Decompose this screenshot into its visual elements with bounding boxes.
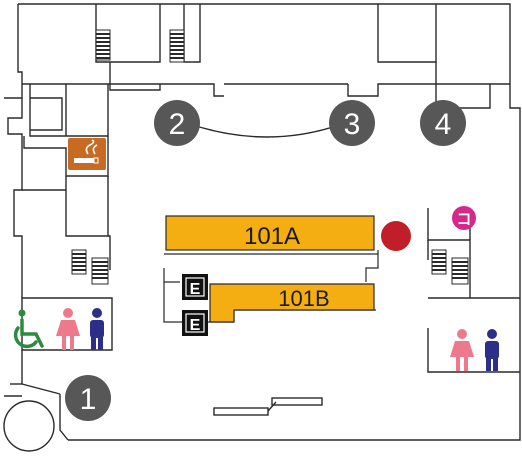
corridor-arc bbox=[195, 125, 337, 138]
stairs-icon bbox=[431, 249, 469, 285]
stairs-icon bbox=[95, 29, 111, 61]
womens-restroom-icon bbox=[56, 308, 80, 350]
marker-4[interactable]: 4 bbox=[420, 100, 466, 146]
marker-1-label: 1 bbox=[80, 383, 97, 416]
marker-1[interactable]: 1 bbox=[65, 375, 111, 421]
stairs-icon bbox=[169, 29, 185, 63]
room-101b[interactable]: 101B bbox=[209, 283, 375, 323]
smoking-area-icon[interactable] bbox=[68, 138, 106, 170]
marker-3-label: 3 bbox=[344, 108, 361, 141]
womens-restroom-icon bbox=[450, 329, 474, 371]
walls bbox=[4, 3, 521, 441]
marker-3[interactable]: 3 bbox=[329, 100, 375, 146]
wheelchair-accessible-icon bbox=[13, 309, 44, 349]
current-location-dot-icon bbox=[381, 221, 411, 251]
badge-ko[interactable]: コ bbox=[452, 206, 476, 230]
marker-4-label: 4 bbox=[435, 108, 452, 141]
marker-2[interactable]: 2 bbox=[154, 100, 200, 146]
circular-structure bbox=[3, 400, 55, 452]
elevator-label: E bbox=[190, 317, 201, 334]
badge-ko-label: コ bbox=[456, 211, 471, 228]
room-101a[interactable]: 101A bbox=[165, 215, 375, 251]
room-101b-label: 101B bbox=[278, 286, 329, 311]
room-101a-label: 101A bbox=[244, 223, 300, 250]
stairs-icon bbox=[71, 249, 109, 285]
mens-restroom-icon bbox=[485, 329, 499, 371]
bench-fixture bbox=[213, 397, 323, 416]
elevator-icon: E bbox=[182, 274, 208, 300]
mens-restroom-icon bbox=[90, 308, 104, 350]
elevator-label: E bbox=[190, 281, 201, 298]
elevator-icon: E bbox=[182, 310, 208, 336]
marker-2-label: 2 bbox=[169, 108, 186, 141]
